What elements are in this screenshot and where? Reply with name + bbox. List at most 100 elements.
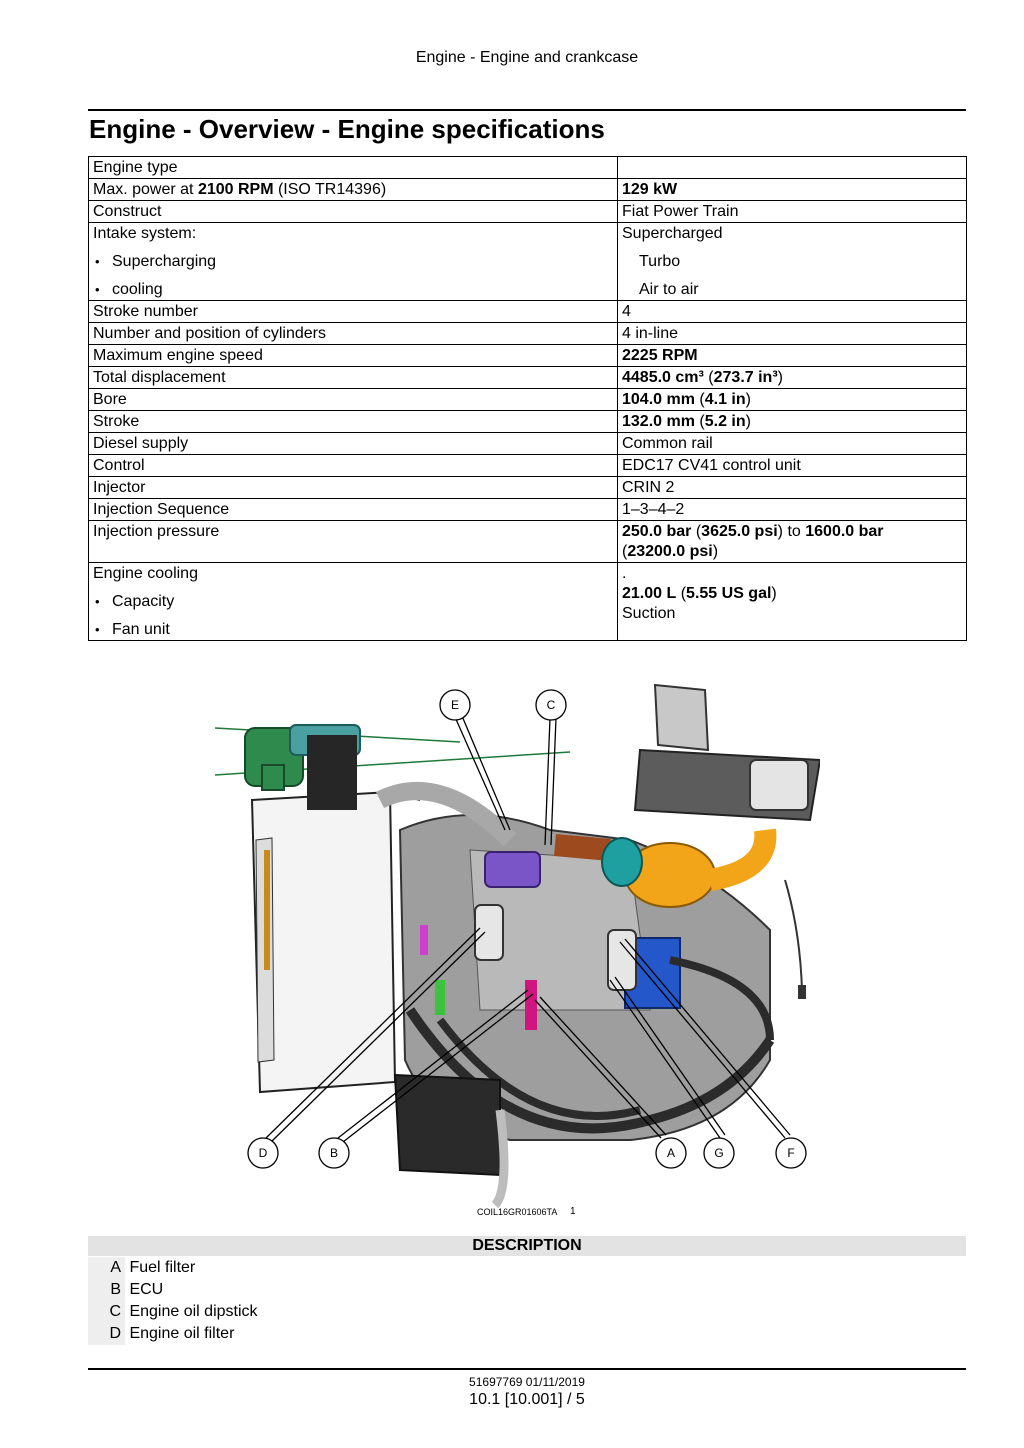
table-row: Bore 104.0 mm (4.1 in) — [88, 388, 967, 411]
item-value: ECU — [129, 1281, 164, 1298]
spec-label: Max. power at 2100 RPM (ISO TR14396) — [88, 178, 618, 201]
spec-label: Injection Sequence — [88, 498, 618, 521]
table-row: Construct Fiat Power Train — [88, 200, 967, 223]
sub-value: Air to air — [639, 281, 699, 298]
callout-c: C — [535, 689, 567, 721]
imperial-value: 3625.0 psi — [701, 523, 778, 540]
figure-number: 1 — [570, 1206, 576, 1217]
bullet-item: cooling — [93, 280, 613, 300]
fan-value: Suction — [622, 605, 676, 622]
callout-g: G — [703, 1137, 735, 1169]
item-key: B — [88, 1279, 125, 1301]
callout-d: D — [247, 1137, 279, 1169]
table-row: Intake system: Supercharging cooling Sup… — [88, 222, 967, 301]
page-title: Engine - Overview - Engine specification… — [89, 114, 605, 144]
engine-illustration: E C D B A G F — [210, 680, 822, 1209]
spec-label: Engine type — [88, 156, 618, 179]
cooling-label: Engine cooling — [93, 565, 198, 582]
imperial-value: 273.7 in³ — [713, 369, 778, 386]
spec-value: 2225 RPM — [617, 344, 967, 367]
header-rule — [88, 109, 966, 111]
list-item: B ECU — [88, 1279, 488, 1301]
rpm-value: 2100 RPM — [197, 181, 274, 198]
spec-value: 1–3–4–2 — [617, 498, 967, 521]
description-list: A Fuel filter B ECU C Engine oil dipstic… — [88, 1257, 488, 1345]
list-item: C Engine oil dipstick — [88, 1301, 488, 1323]
callout-f: F — [775, 1137, 807, 1169]
footer-page-number: 10.1 [10.001] / 5 — [469, 1391, 585, 1408]
spec-value: 104.0 mm (4.1 in) — [617, 388, 967, 411]
metric-value: 250.0 bar — [622, 523, 692, 540]
spec-label: Stroke number — [88, 300, 618, 323]
spec-value — [617, 156, 967, 179]
spec-value: CRIN 2 — [617, 476, 967, 499]
spec-label: Injection pressure — [88, 520, 618, 563]
metric-value: 4485.0 cm³ — [622, 369, 704, 386]
metric-value: 132.0 mm — [622, 413, 695, 430]
table-row: Max. power at 2100 RPM (ISO TR14396) 129… — [88, 178, 967, 201]
engine-drawing — [214, 683, 822, 1209]
table-row: Injector CRIN 2 — [88, 476, 967, 499]
spec-value: 4 in-line — [617, 322, 967, 345]
figure-code: COIL16GR01606TA — [477, 1207, 558, 1217]
spec-label: Maximum engine speed — [88, 344, 618, 367]
bullet-item: Capacity — [93, 592, 613, 612]
callout-label: G — [714, 1146, 723, 1160]
callout-label: F — [787, 1146, 794, 1160]
callout-label: C — [547, 698, 556, 712]
table-row: Control EDC17 CV41 control unit — [88, 454, 967, 477]
metric-value: 104.0 mm — [622, 391, 695, 408]
callout-label: B — [330, 1146, 338, 1160]
list-item: D Engine oil filter — [88, 1323, 488, 1345]
table-row: Number and position of cylinders 4 in-li… — [88, 322, 967, 345]
callout-label: D — [259, 1146, 268, 1160]
spec-value: 4485.0 cm³ (273.7 in³) — [617, 366, 967, 389]
intake-value: Supercharged — [622, 225, 723, 242]
leader-lines — [265, 715, 791, 1143]
metric-value: 1600.0 bar — [805, 523, 884, 540]
spec-value: Fiat Power Train — [617, 200, 967, 223]
table-row: Injection Sequence 1–3–4–2 — [88, 498, 967, 521]
item-key: D — [88, 1323, 125, 1345]
spec-label: Diesel supply — [88, 432, 618, 455]
spec-value: EDC17 CV41 control unit — [617, 454, 967, 477]
imperial-value: 5.55 US gal — [686, 585, 772, 602]
table-row: Total displacement 4485.0 cm³ (273.7 in³… — [88, 366, 967, 389]
item-value: Fuel filter — [129, 1259, 196, 1276]
item-key: A — [88, 1257, 125, 1279]
spec-label: Intake system: Supercharging cooling — [88, 222, 618, 301]
metric-value: 21.00 L — [622, 585, 677, 602]
item-value: Engine oil filter — [129, 1325, 235, 1342]
spec-value: . 21.00 L (5.55 US gal) Suction — [617, 562, 967, 641]
list-item: A Fuel filter — [88, 1257, 488, 1279]
spec-value: 129 kW — [617, 178, 967, 201]
callout-label: E — [451, 698, 459, 712]
spec-label: Engine cooling Capacity Fan unit — [88, 562, 618, 641]
spec-value: 132.0 mm (5.2 in) — [617, 410, 967, 433]
table-row: Diesel supply Common rail — [88, 432, 967, 455]
footer-rule — [88, 1368, 966, 1370]
table-row: Maximum engine speed 2225 RPM — [88, 344, 967, 367]
sub-value: Turbo — [639, 253, 681, 270]
spec-label: Stroke — [88, 410, 618, 433]
item-key: C — [88, 1301, 125, 1323]
table-row: Stroke 132.0 mm (5.2 in) — [88, 410, 967, 433]
spec-value: 250.0 bar (3625.0 psi) to 1600.0 bar(232… — [617, 520, 967, 563]
table-row: Stroke number 4 — [88, 300, 967, 323]
bullet-item: Fan unit — [93, 620, 613, 640]
label-text: (ISO TR14396) — [273, 181, 387, 198]
table-row: Engine type — [88, 156, 967, 179]
footer-doc-code: 51697769 01/11/2019 — [469, 1375, 585, 1389]
item-value: Engine oil dipstick — [129, 1303, 258, 1320]
description-heading: DESCRIPTION — [88, 1236, 966, 1256]
running-head: Engine - Engine and crankcase — [415, 49, 639, 66]
spec-label: Bore — [88, 388, 618, 411]
spec-label: Total displacement — [88, 366, 618, 389]
intake-label: Intake system: — [93, 225, 197, 242]
spec-label: Construct — [88, 200, 618, 223]
imperial-value: 5.2 in — [704, 413, 746, 430]
spec-table: Engine type Max. power at 2100 RPM (ISO … — [88, 156, 967, 641]
callout-label: A — [667, 1146, 675, 1160]
cooling-value: . — [622, 565, 627, 582]
imperial-value: 23200.0 psi — [627, 543, 713, 560]
